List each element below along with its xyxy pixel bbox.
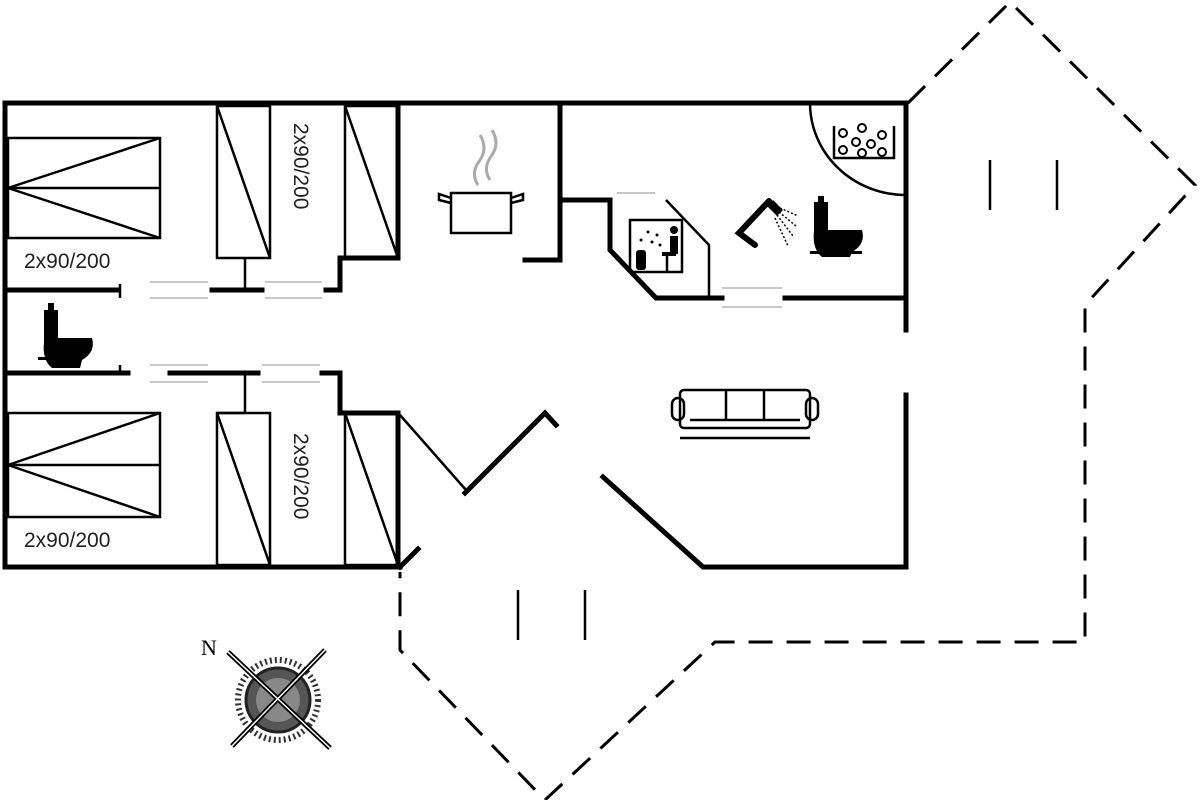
bunk-size-label: 2x90/200 [289,433,312,519]
bed-size-label: 2x90/200 [24,529,110,552]
bedroom-bottom: 2x90/200 2x90/200 [2,364,401,570]
jacuzzi-wall [808,102,907,197]
shower-icon [734,198,799,248]
outer-walls [2,100,909,571]
sofa-icon [670,388,820,440]
toilet-icon [38,303,93,368]
bunk-bed [215,411,400,567]
double-bed [6,136,162,240]
bedroom-top: 2x90/200 2x90/200 [2,100,401,299]
terrace-outline [398,0,1198,800]
toilet-icon [810,196,863,257]
bunk-size-label: 2x90/200 [289,123,312,209]
sauna-icon [628,218,684,274]
jacuzzi-icon [832,123,896,160]
bed-size-label: 2x90/200 [24,250,110,273]
compass-north-label: N [201,635,217,660]
kitchen-wall [522,100,563,263]
cooking-pot-icon [437,129,525,235]
compass-rose-icon: N [201,635,332,750]
double-bed [6,411,162,519]
bathroom [562,102,909,308]
